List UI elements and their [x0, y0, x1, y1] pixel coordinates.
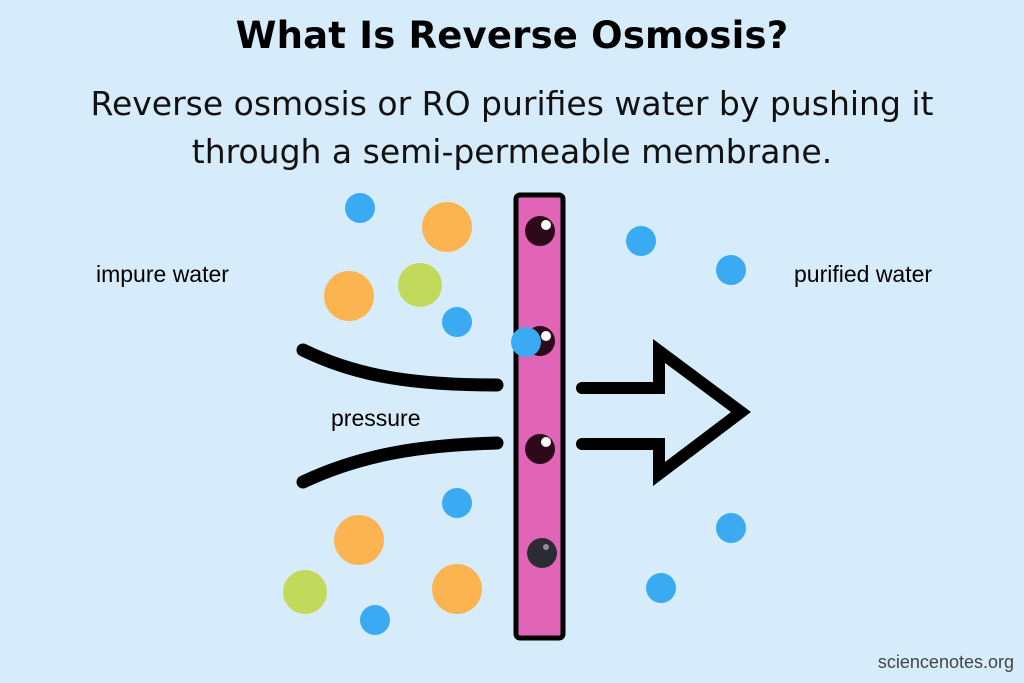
passing-water-molecule	[511, 327, 541, 357]
pore-highlight	[541, 331, 551, 341]
water-molecule	[360, 605, 390, 635]
semi-permeable-membrane	[513, 192, 566, 641]
impure-water-label: impure water	[96, 261, 229, 287]
membrane-pore	[525, 434, 555, 464]
membrane-pore	[527, 538, 557, 568]
green-impurity	[283, 570, 327, 614]
membrane-pore	[525, 216, 555, 246]
water-molecule	[345, 193, 375, 223]
water-molecule	[626, 226, 656, 256]
impure-side-particles	[283, 193, 482, 635]
water-molecule	[716, 255, 746, 285]
pore-highlight	[541, 437, 551, 447]
large-impurity	[324, 271, 374, 321]
water-molecule	[646, 573, 676, 603]
large-impurity	[422, 202, 472, 252]
flow-arrow	[576, 339, 752, 487]
purified-side-particles	[626, 226, 746, 603]
purified-water-label: purified water	[794, 261, 933, 287]
water-molecule	[716, 513, 746, 543]
pressure-curve-bottom	[296, 436, 504, 489]
pore-highlight	[543, 544, 549, 550]
large-impurity	[432, 564, 482, 614]
pressure-label: pressure	[331, 405, 421, 431]
water-molecule	[442, 307, 472, 337]
water-molecule	[442, 488, 472, 518]
large-impurity	[334, 515, 384, 565]
green-impurity	[398, 263, 442, 307]
pore-highlight	[541, 220, 551, 230]
page-title: What Is Reverse Osmosis?	[235, 14, 789, 57]
pressure-curve-top	[296, 343, 504, 392]
page-subtitle: Reverse osmosis or RO purifies water by …	[90, 84, 934, 171]
source-credit: sciencenotes.org	[877, 652, 1014, 672]
